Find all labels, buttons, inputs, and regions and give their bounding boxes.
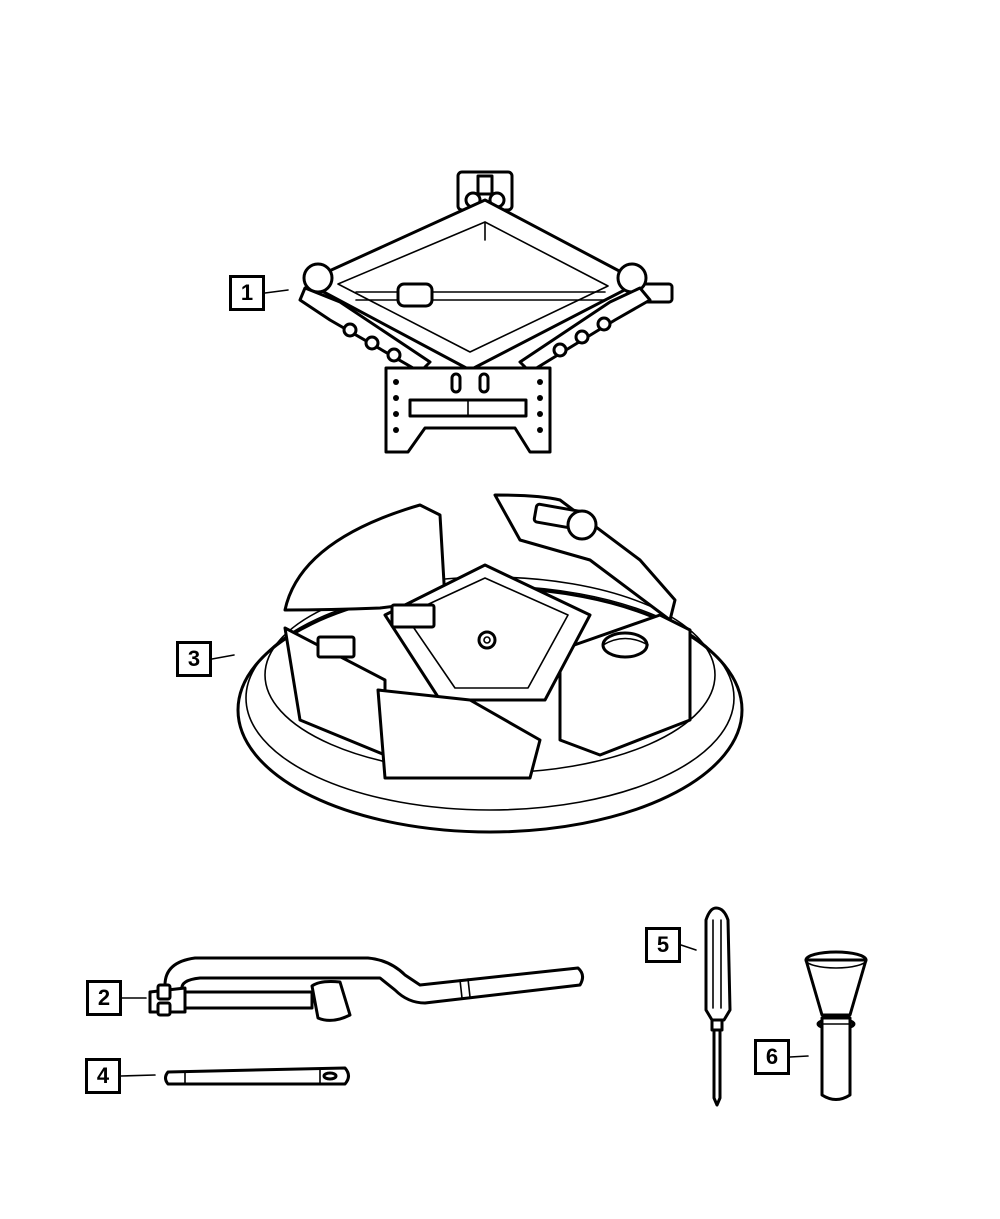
callout-label: 4 <box>96 1063 110 1088</box>
callout-label: 1 <box>240 280 254 305</box>
leader-line-5 <box>680 944 697 951</box>
callout-1: 1 <box>229 275 265 311</box>
jack-storage-tray <box>236 493 744 834</box>
screwdriver <box>704 906 732 1107</box>
leader-line-3 <box>211 654 235 660</box>
scissor-jack <box>298 170 674 454</box>
extension-bar <box>164 1066 350 1086</box>
callout-3: 3 <box>176 641 212 677</box>
callout-label: 3 <box>187 646 201 671</box>
callout-4: 4 <box>85 1058 121 1094</box>
lug-wrench <box>148 956 585 1022</box>
leader-lines <box>120 289 809 1077</box>
callout-6: 6 <box>754 1039 790 1075</box>
callout-label: 5 <box>656 932 670 957</box>
callout-label: 2 <box>97 985 111 1010</box>
callout-5: 5 <box>645 927 681 963</box>
callout-label: 6 <box>765 1044 779 1069</box>
funnel-adapter <box>804 950 868 1101</box>
leader-line-4 <box>120 1074 156 1077</box>
callout-2: 2 <box>86 980 122 1016</box>
leader-line-1 <box>264 289 289 294</box>
leader-line-6 <box>789 1055 809 1058</box>
